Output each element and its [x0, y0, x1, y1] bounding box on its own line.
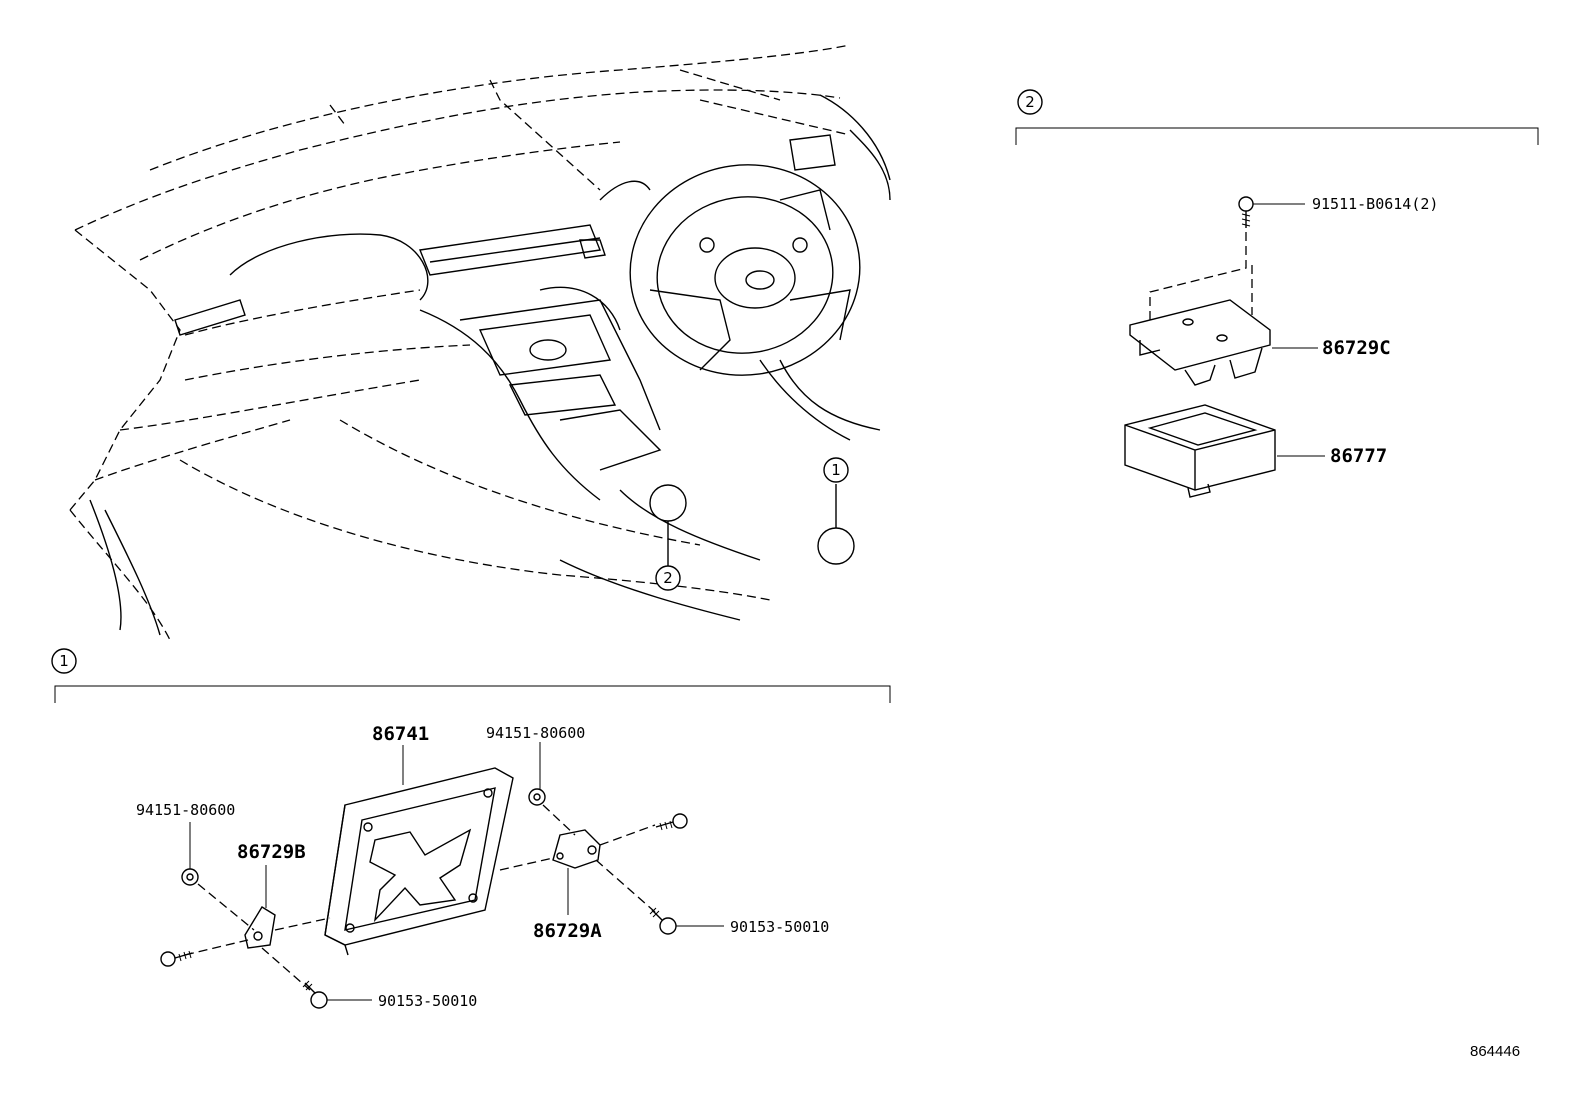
- group-2-bracket-line: [1015, 127, 1539, 145]
- nut-left-icon: [181, 868, 199, 886]
- ecu-86741-icon: [324, 767, 514, 956]
- bracket-86729b-label: 86729B: [237, 841, 306, 863]
- bracket-86729b-icon: [244, 906, 276, 949]
- svg-text:1: 1: [831, 461, 841, 479]
- svg-text:1: 1: [59, 652, 69, 670]
- callout-marker-2-illustration: 2: [655, 565, 681, 591]
- bracket-86729c-label: 86729C: [1322, 337, 1391, 359]
- bracket-86729a-icon: [552, 829, 601, 869]
- svg-text:2: 2: [663, 569, 673, 587]
- bracket-86729c-icon: [1129, 299, 1271, 386]
- module-86777-label: 86777: [1330, 445, 1387, 467]
- bolt-right-icon: [649, 907, 677, 935]
- callout-marker-1-illustration: 1: [823, 457, 849, 483]
- screw-icon: [1238, 196, 1254, 228]
- dashboard-illustration: [69, 44, 891, 641]
- bolt-right-label: 90153-50010: [730, 918, 829, 936]
- nut-left-label: 94151-80600: [136, 801, 235, 819]
- bracket-86729a-label: 86729A: [533, 920, 602, 942]
- nut-right-icon: [528, 788, 546, 806]
- bolt-right-top-icon: [655, 813, 688, 831]
- module-86777-icon: [1124, 404, 1276, 498]
- bolt-left-icon: [160, 950, 193, 967]
- bolt-left-label: 90153-50010: [378, 992, 477, 1010]
- group-1-marker: 1: [51, 648, 77, 674]
- nut-right-label: 94151-80600: [486, 724, 585, 742]
- group-2-marker: 2: [1017, 89, 1043, 115]
- reference-number: 864446: [1470, 1043, 1520, 1060]
- ecu-86741-label: 86741: [372, 723, 429, 745]
- bolt-lower-left-icon: [302, 980, 328, 1009]
- group-1-bracket-line: [54, 685, 891, 703]
- svg-text:2: 2: [1025, 93, 1035, 111]
- screw-label: 91511-B0614(2): [1312, 195, 1438, 213]
